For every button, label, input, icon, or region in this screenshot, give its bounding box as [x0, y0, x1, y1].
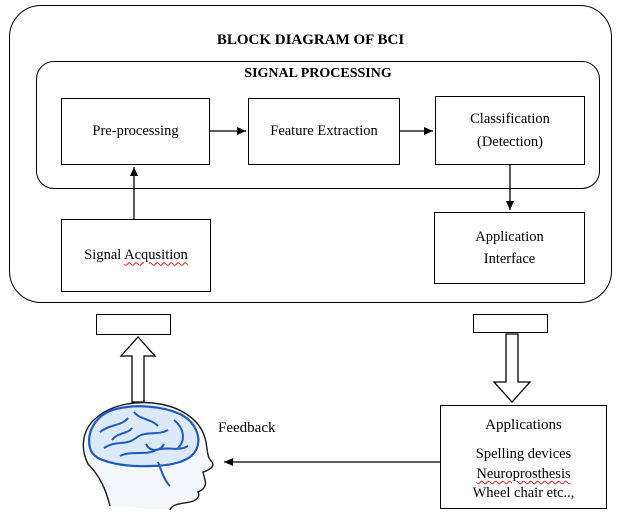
feature-extraction-block: Feature Extraction: [248, 98, 400, 165]
applications-block: Applications Spelling devices Neuroprost…: [440, 405, 607, 509]
feedback-label: Feedback: [218, 420, 276, 436]
applications-item-neuroprosthesis: Neuroprosthesis: [476, 465, 571, 482]
classification-label-line1: Classification: [470, 111, 550, 128]
signal-acquisition-label: Signal Acqusition: [84, 244, 188, 266]
hollow-arrow-up: [119, 336, 157, 403]
input-port: [96, 314, 171, 335]
classification-label-line2: (Detection): [476, 133, 544, 150]
application-interface-line2: Interface: [483, 251, 536, 267]
hollow-arrow-down: [492, 333, 532, 403]
signal-acquisition-word: Acqusition: [124, 247, 188, 264]
bci-system-container: [9, 5, 612, 303]
signal-acquisition-prefix: Signal: [84, 247, 125, 264]
applications-item-wheelchair: Wheel chair etc..,: [472, 485, 575, 502]
diagram-title: BLOCK DIAGRAM OF BCI: [216, 32, 405, 48]
signal-processing-title: SIGNAL PROCESSING: [244, 66, 392, 81]
classification-block: Classification (Detection): [435, 96, 585, 165]
application-interface-block: Application Interface: [434, 212, 585, 284]
preprocessing-block: Pre-processing: [61, 98, 210, 165]
feature-extraction-label: Feature Extraction: [270, 123, 378, 140]
application-interface-line1: Application: [475, 228, 544, 245]
output-port: [473, 314, 548, 333]
preprocessing-label: Pre-processing: [92, 123, 179, 140]
applications-title: Applications: [485, 417, 562, 433]
signal-processing-container: [36, 61, 600, 189]
signal-acquisition-block: Signal Acqusition: [61, 219, 211, 292]
brain-head-icon: [82, 401, 214, 511]
applications-item-spelling: Spelling devices: [475, 446, 572, 463]
